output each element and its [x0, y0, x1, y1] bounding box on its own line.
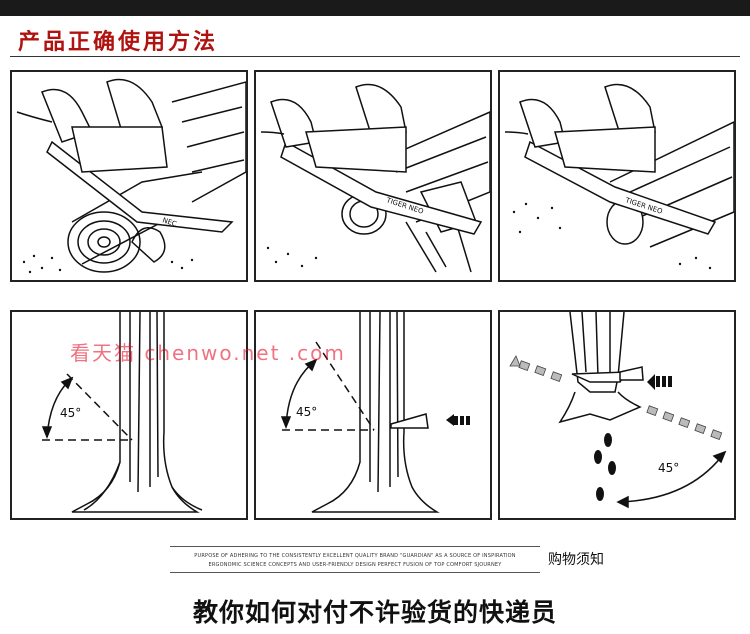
felling-step-2: 45° [254, 310, 492, 520]
footer-rule-top [170, 546, 540, 547]
tree-felling-direction-diagram: 45° [509, 312, 727, 509]
courier-heading: 教你如何对付不许验货的快递员 [192, 598, 557, 627]
title-divider [10, 56, 740, 57]
tree-notch-diagram-2: 45° [280, 312, 470, 513]
tree-notch-diagram-1: 45° [41, 312, 203, 513]
cutting-step-1: NEC [10, 70, 248, 282]
chainsaw-cutting-illustration-1: NEC [16, 78, 246, 274]
page-title: 产品正确使用方法 [18, 29, 219, 55]
felling-step-1: 45° [10, 310, 248, 520]
chainsaw-cutting-illustration-2: TIGER NEO [260, 83, 490, 273]
tagline-line-2: ERGONOMIC SCIENCE CONCEPTS AND USER-FRIE… [208, 562, 502, 568]
watermark-text: 看天猫 chenwo.net .com [70, 341, 346, 365]
cutting-step-2: TIGER NEO [254, 70, 492, 282]
top-bar [0, 0, 750, 16]
angle-label: 45° [60, 406, 81, 420]
chainsaw-cutting-illustration-3: TIGER NEO [504, 83, 734, 270]
tagline-line-1: PURPOSE OF ADHERING TO THE CONSISTENTLY … [194, 553, 516, 559]
felling-step-3: 45° [498, 310, 736, 520]
angle-label: 45° [658, 461, 679, 475]
footer-rule-bottom [170, 572, 540, 573]
shopping-notice: 购物须知 [548, 552, 604, 568]
angle-label: 45° [296, 405, 317, 419]
cutting-step-3: TIGER NEO [498, 70, 736, 282]
